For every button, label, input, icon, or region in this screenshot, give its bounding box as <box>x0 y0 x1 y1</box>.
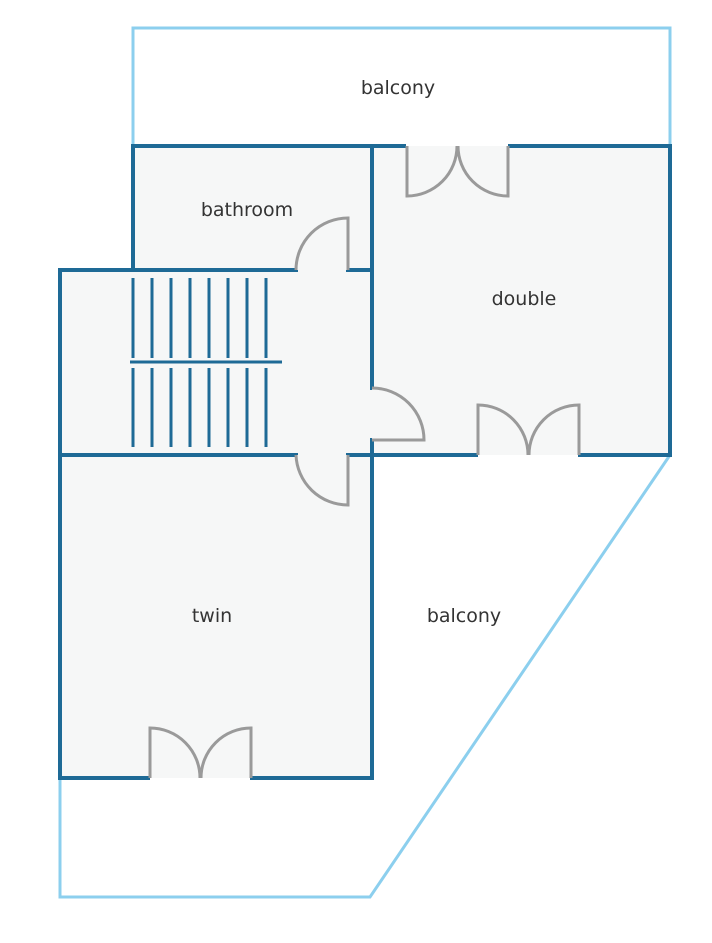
label-balcony-top: balcony <box>361 77 435 99</box>
bathroom-door <box>294 216 350 271</box>
label-bathroom: bathroom <box>201 199 293 221</box>
twin-fill <box>60 455 372 778</box>
doors <box>148 145 581 779</box>
balcony-outlines <box>58 26 672 899</box>
double-right-balcony-door <box>476 403 581 456</box>
label-twin: twin <box>192 605 232 627</box>
label-balcony-right: balcony <box>427 605 501 627</box>
right-balcony-outline <box>58 454 672 899</box>
twin-hall-door <box>294 454 350 507</box>
top-balcony-outline <box>131 26 672 146</box>
staircase <box>130 278 282 447</box>
double-hall-door <box>371 386 426 442</box>
double-balcony-door <box>405 145 510 198</box>
double-fill <box>372 146 670 455</box>
label-double: double <box>492 288 557 310</box>
twin-exterior-door <box>148 726 253 779</box>
walls <box>58 144 672 780</box>
room-fills <box>60 146 670 778</box>
